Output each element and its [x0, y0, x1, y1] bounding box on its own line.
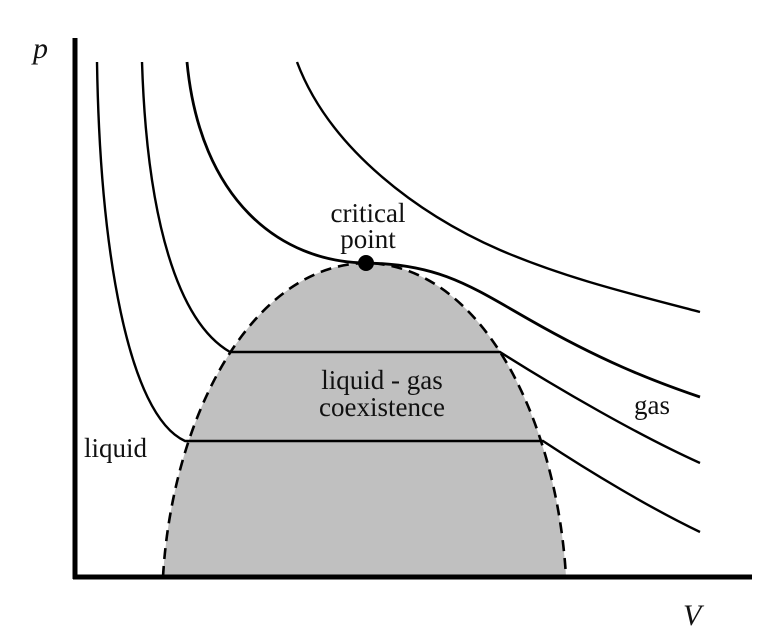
critical-point-label-1: critical — [331, 198, 406, 228]
gas-label: gas — [634, 390, 670, 420]
coexistence-label-2: coexistence — [319, 392, 445, 422]
x-axis-label: V — [683, 599, 705, 632]
coexistence-label-1: liquid - gas — [321, 365, 443, 395]
isotherm-second — [140, 61, 701, 465]
liquid-label: liquid — [84, 433, 148, 463]
critical-point-marker — [358, 255, 374, 271]
isotherm-lowest — [95, 61, 701, 534]
isotherm-critical — [185, 61, 701, 399]
isotherm-highest — [295, 61, 701, 314]
y-axis-label: p — [31, 32, 48, 65]
critical-point-label-2: point — [340, 224, 396, 254]
